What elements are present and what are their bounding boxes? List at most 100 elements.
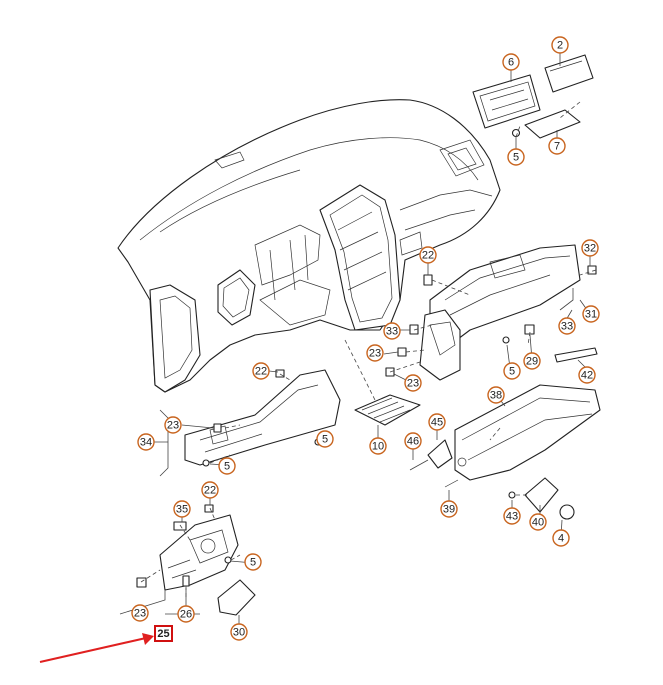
callout-ring [552,529,570,547]
callout-2: 2 [551,36,569,54]
callout-39: 39 [440,500,458,518]
callout-number: 23 [407,378,419,390]
callout-5: 5 [507,148,525,166]
callout-number: 6 [508,57,514,69]
callout-number: 39 [443,504,455,516]
callout-40: 40 [529,513,547,531]
callout-number: 26 [180,609,192,621]
callout-number: 23 [167,420,179,432]
callout-ring [502,53,520,71]
callout-ring [503,507,521,525]
callout-number: 10 [372,441,384,453]
dashboard-panel [117,99,501,393]
callout-ring [503,362,521,380]
callout-number: 31 [585,309,597,321]
callout-ring [428,413,446,431]
callout-33: 33 [558,317,576,335]
callout-7: 7 [548,137,566,155]
callout-ring [164,416,182,434]
callout-number: 7 [554,141,560,153]
callout-number: 38 [490,390,502,402]
callout-ring [581,239,599,257]
callout-ring [419,246,437,264]
callout-ring [131,604,149,622]
callout-26: 26 [177,605,195,623]
callout-number: 46 [407,436,419,448]
sensor-module [409,439,453,471]
callout-number: 33 [561,321,573,333]
callout-43: 43 [503,507,521,525]
callout-number: 4 [558,533,564,545]
callout-6: 6 [502,53,520,71]
callout-4: 4 [552,529,570,547]
callout-number: 23 [369,348,381,360]
callout-number: 30 [233,627,245,639]
callout-ring [404,432,422,450]
rubber-mat [524,109,581,139]
callout-5: 5 [218,457,236,475]
callout-number: 22 [204,485,216,497]
callout-ring [487,386,505,404]
callout-22: 22 [252,362,270,380]
callout-23: 23 [404,374,422,392]
callout-ring [551,36,569,54]
callout-22: 22 [201,481,219,499]
callout-ring [201,481,219,499]
callout-ring [177,605,195,623]
callout-10: 10 [369,437,387,455]
callout-number: 29 [526,356,538,368]
callout-number: 33 [386,326,398,338]
callout-29: 29 [523,352,541,370]
callout-30: 30 [230,623,248,641]
callout-ring [366,344,384,362]
callout-number: 22 [422,250,434,262]
callout-34: 34 [137,433,155,451]
callout-number: 5 [509,366,515,378]
callout-number: 42 [581,370,593,382]
cubby-bracket [472,74,541,129]
callout-number: 5 [322,434,328,446]
callout-ring [369,437,387,455]
callout-5: 5 [503,362,521,380]
callout-ring [548,137,566,155]
callout-ring [230,623,248,641]
knee-bolster [159,514,239,591]
callout-number: 2 [557,40,563,52]
callout-35: 35 [173,500,191,518]
callout-number: 45 [431,417,443,429]
callout-ring [523,352,541,370]
highlighted-callout-25: 25 [154,625,173,642]
callout-5: 5 [316,430,334,448]
callout-ring [578,366,596,384]
callout-ring [244,553,262,571]
cover-plate [217,579,256,616]
callout-5: 5 [244,553,262,571]
callout-33: 33 [383,322,401,340]
highlighted-callout-label: 25 [157,628,169,640]
callout-22: 22 [419,246,437,264]
glovebox-housing [419,244,581,381]
callout-23: 23 [366,344,384,362]
callout-ring [383,322,401,340]
callout-number: 5 [224,461,230,473]
glovebox [454,384,601,481]
callout-31: 31 [582,305,600,323]
callout-ring [404,374,422,392]
callout-ring [137,433,155,451]
callout-ring [558,317,576,335]
callout-ring [173,500,191,518]
callout-38: 38 [487,386,505,404]
callout-number: 22 [255,366,267,378]
callout-ring [582,305,600,323]
callout-46: 46 [404,432,422,450]
callout-number: 5 [513,152,519,164]
callout-42: 42 [578,366,596,384]
callout-45: 45 [428,413,446,431]
callout-number: 34 [140,437,152,449]
callout-ring [316,430,334,448]
vent-grille [354,394,421,426]
callout-ring [440,500,458,518]
callout-ring [529,513,547,531]
